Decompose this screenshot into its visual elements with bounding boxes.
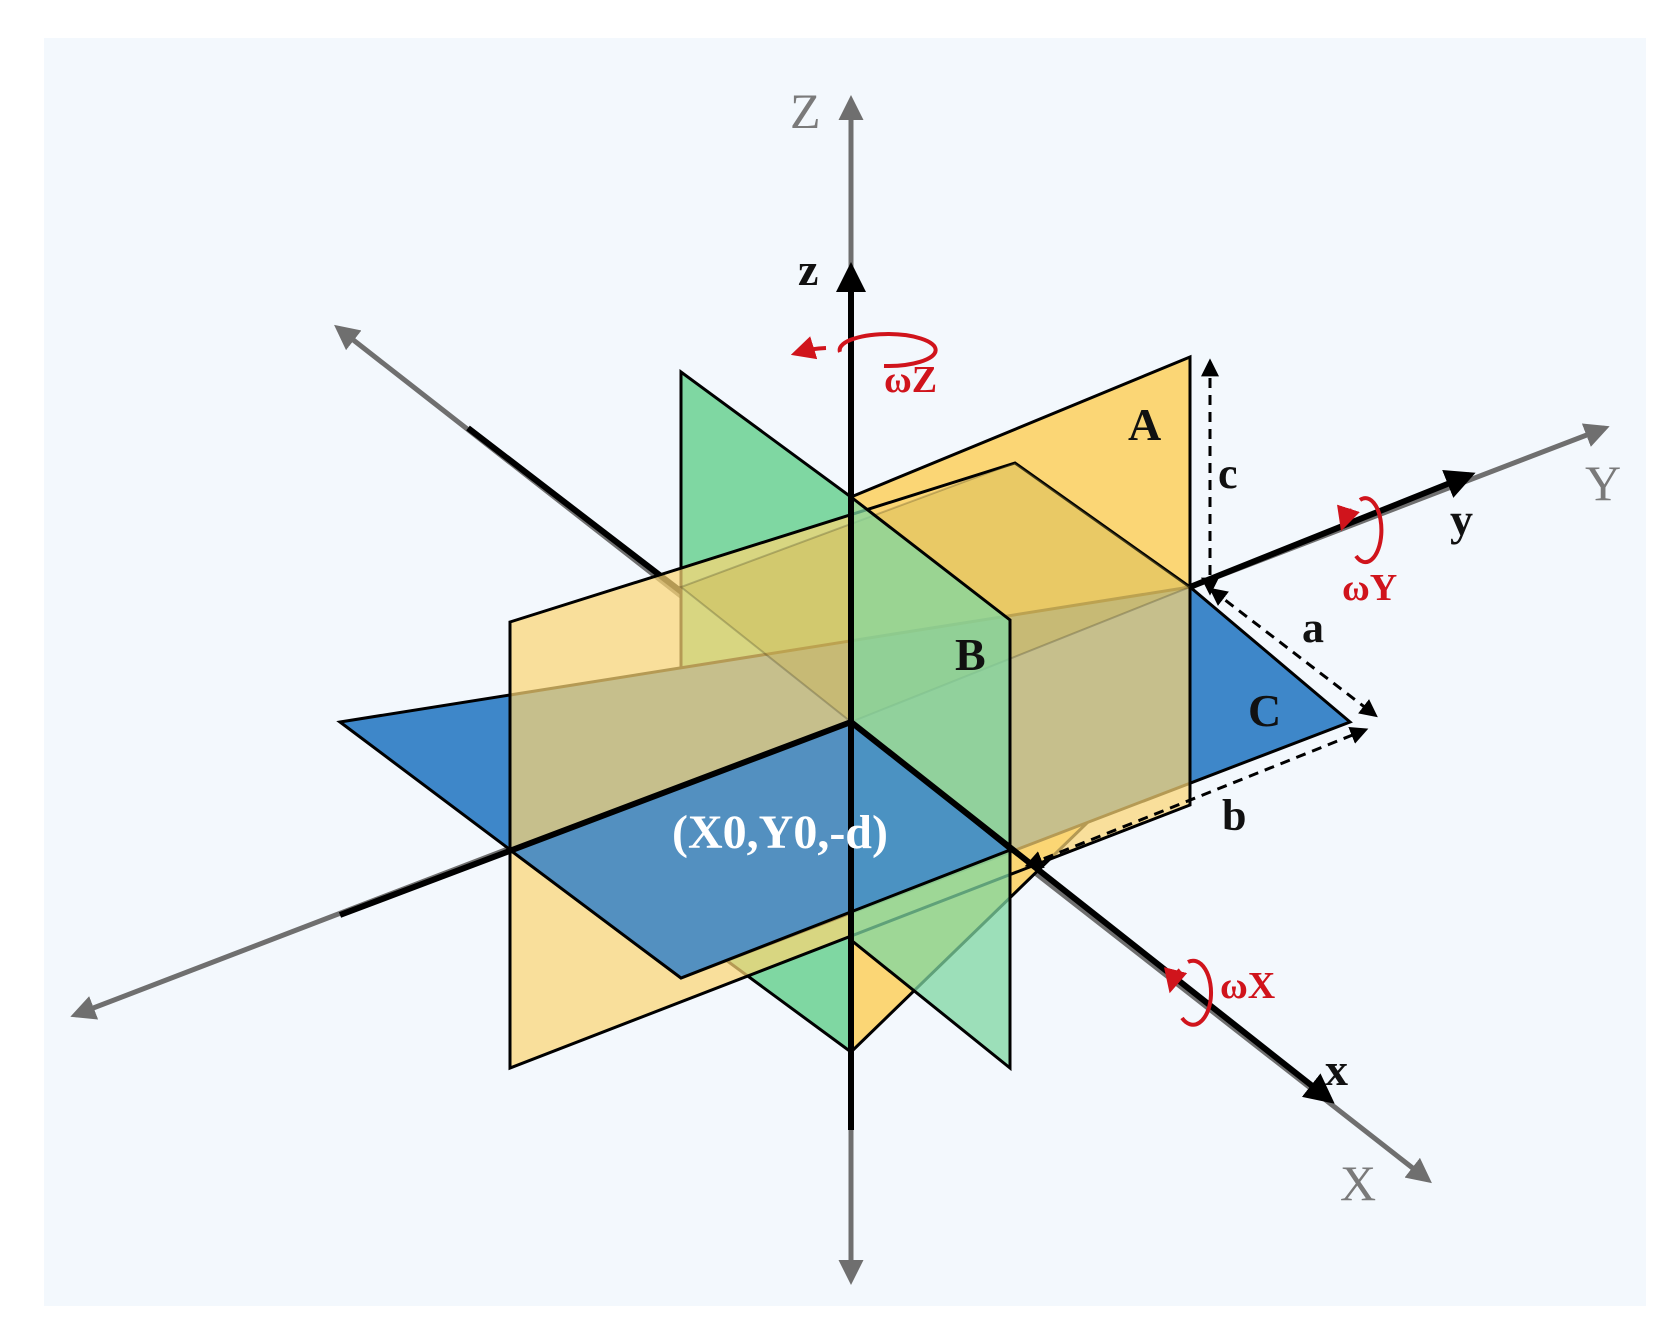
local-y-axis-left [338,719,853,918]
global-y-label: Y [1585,455,1621,511]
dimension-b-label: b [1222,791,1246,840]
dimension-arrows [1024,358,1378,868]
global-x-label: X [1340,1155,1376,1211]
rotation-z-icon [800,332,938,366]
plane-b-label: B [955,629,986,680]
plane-c-label: C [1248,685,1281,736]
local-x-label: x [1325,1044,1348,1095]
rotation-y-icon [1344,496,1384,565]
local-y-label: y [1450,494,1473,545]
omega-y-label: ωY [1342,567,1397,609]
local-x-axis-front [849,719,1335,1104]
local-axes-front [338,262,1335,1130]
origin-label: (X0,Y0,-d) [672,806,888,859]
local-z-label: z [798,244,818,295]
dimension-c-label: c [1218,449,1238,498]
rotation-x-icon [1172,958,1214,1027]
dimension-a-label: a [1302,603,1324,652]
rotation-symbols [800,332,1384,1027]
global-z-label: Z [790,83,821,139]
omega-z-label: ωZ [884,359,937,401]
dimension-b-arrow [1024,727,1369,868]
plane-a-label: A [1128,399,1161,450]
omega-x-label: ωX [1220,965,1275,1007]
dimension-a-arrow [1209,587,1378,718]
